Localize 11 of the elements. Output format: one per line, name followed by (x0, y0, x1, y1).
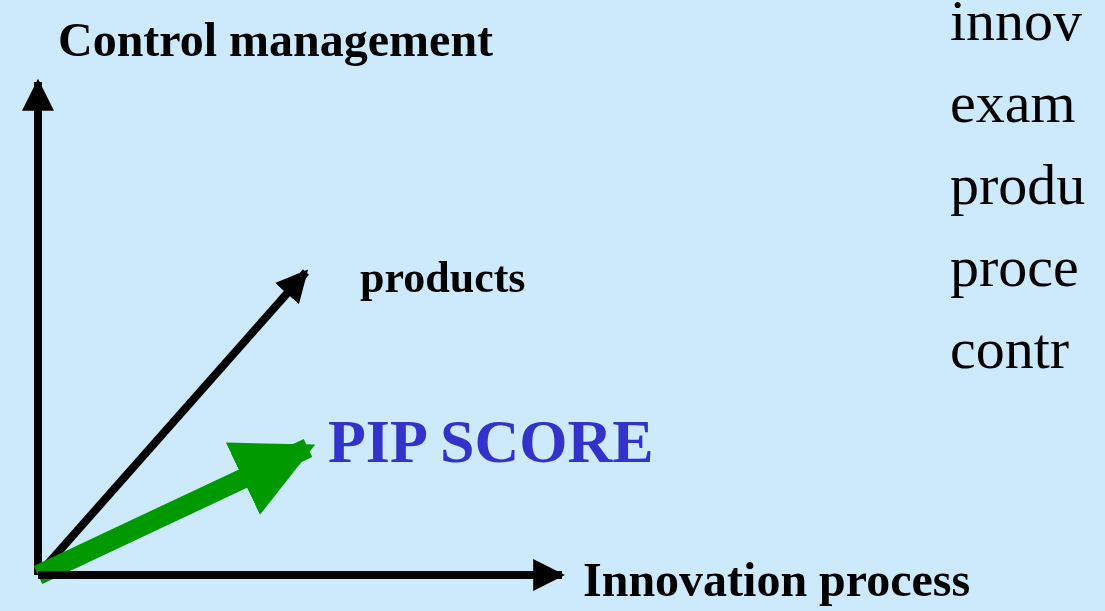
score-label: PIP SCORE (328, 410, 654, 472)
axis-label: Control management (58, 16, 494, 64)
arrow (33, 438, 316, 585)
text-fragment: exam (950, 74, 1076, 132)
text-fragment: proce (950, 238, 1079, 296)
text-fragment: produ (950, 156, 1086, 214)
text-fragment: innov (950, 0, 1083, 50)
text-fragment: contr (950, 320, 1070, 378)
vector-label: products (360, 256, 526, 300)
arrow (22, 78, 54, 575)
axis-label: Innovation process (583, 556, 971, 604)
